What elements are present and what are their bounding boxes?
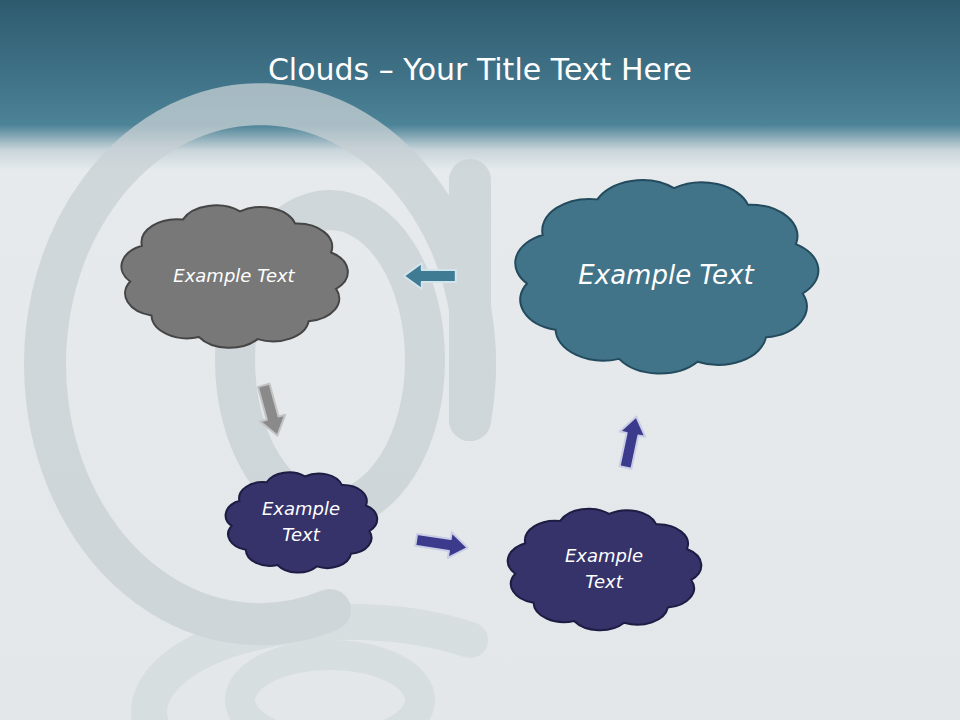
slide-title: Clouds – Your Title Text Here xyxy=(0,52,960,87)
cloud-text-group: Example Text xyxy=(578,257,753,295)
cloud-label: Example Text xyxy=(554,543,654,595)
cloud-shape: Example Text xyxy=(498,500,710,638)
block-arrow xyxy=(404,263,456,289)
cloud-path xyxy=(515,180,818,373)
cloud-outline xyxy=(218,465,384,579)
cloud-text-group: Example Text xyxy=(554,543,654,595)
cloud-path xyxy=(508,509,702,630)
cloud-shape: Example Text xyxy=(110,195,358,357)
block-arrow xyxy=(258,384,285,436)
block-arrow xyxy=(620,417,646,469)
cloud-shape: Example Text xyxy=(218,465,384,579)
cloud-path xyxy=(121,205,347,347)
cloud-shape: Example Text xyxy=(500,166,832,386)
cloud-label: Example Text xyxy=(251,496,351,548)
cloud-label: Example Text xyxy=(578,257,753,295)
cloud-text-group: Example Text xyxy=(251,496,351,548)
cloud-text-group: Example Text xyxy=(173,263,294,289)
block-arrow xyxy=(415,532,467,558)
cloud-outline xyxy=(498,500,710,638)
cloud-path xyxy=(226,472,378,572)
cloud-label: Example Text xyxy=(173,263,294,289)
